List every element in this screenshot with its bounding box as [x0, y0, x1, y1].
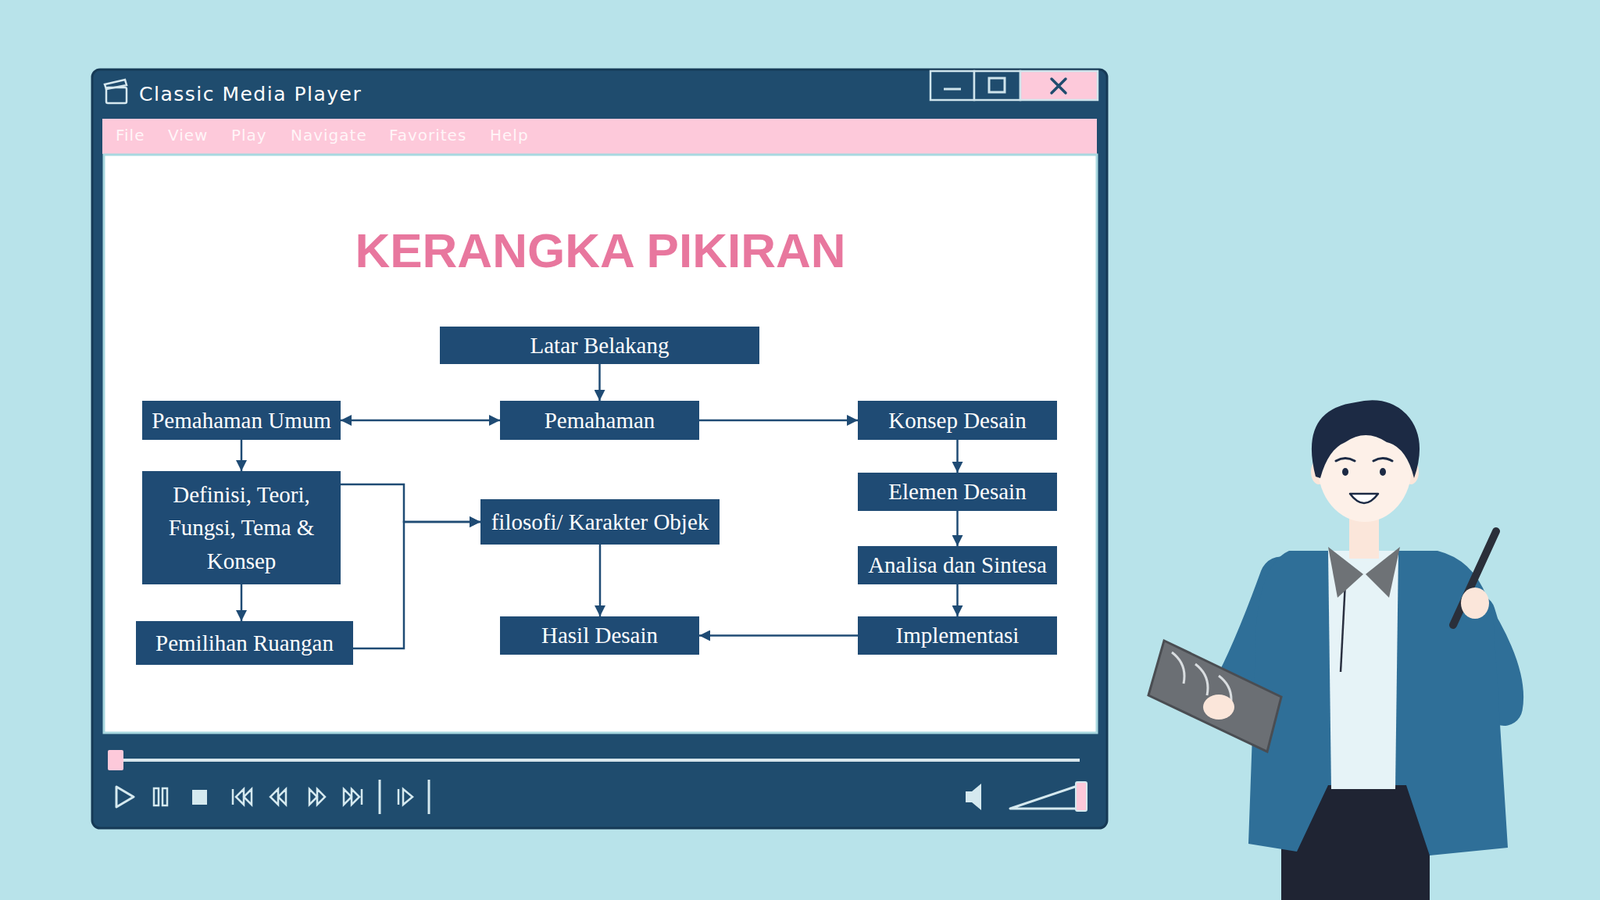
- window-title: Classic Media Player: [139, 82, 362, 106]
- process-box: Elemen Desain: [857, 472, 1058, 511]
- volume-thumb: [1075, 782, 1087, 811]
- next-button: [343, 789, 362, 805]
- flow-arrow: [699, 419, 858, 422]
- diagram-title: KERANGKA PIKIRAN: [103, 222, 1097, 279]
- speaker-icon: [965, 783, 982, 811]
- menu-item: View: [167, 125, 208, 145]
- process-box: Konsep Desain: [857, 400, 1058, 440]
- menu-item: File: [115, 125, 145, 145]
- box-text: Hasil Desain: [541, 618, 658, 652]
- minimize-button: [930, 71, 975, 100]
- flow-arrow: [240, 584, 243, 622]
- book: [1148, 640, 1282, 752]
- flow-arrow: [598, 364, 601, 401]
- box-text: Analisa dan Sintesa: [867, 548, 1047, 582]
- process-box: Implementasi: [857, 616, 1058, 655]
- app-icon-lid: [104, 79, 127, 90]
- person-hand: [1203, 694, 1235, 720]
- person-hand: [1460, 587, 1490, 619]
- minimize-icon: [943, 88, 961, 91]
- flow-arrow: [340, 419, 500, 422]
- person-eye: [1379, 467, 1386, 476]
- person-smile: [1350, 493, 1379, 504]
- flow-arrow: [240, 439, 243, 472]
- shirt-collar: [1365, 546, 1400, 598]
- flow-arrow: [956, 510, 959, 547]
- menu-item: Favorites: [389, 125, 467, 145]
- flow-arrow: [340, 484, 481, 522]
- rewind-button: [270, 789, 286, 805]
- flow-arrow: [956, 584, 959, 617]
- forward-button: [309, 789, 325, 805]
- process-box: Definisi, Teori, Fungsi, Tema & Konsep: [142, 471, 341, 585]
- menu-item: Navigate: [290, 125, 368, 145]
- seek-bar: [115, 758, 1080, 762]
- pen: [1453, 531, 1497, 625]
- pause-button: [153, 788, 159, 806]
- flow-arrow: [699, 634, 858, 637]
- person-eye: [1342, 467, 1349, 476]
- process-box: Pemahaman: [500, 400, 700, 440]
- flow-arrow: [956, 439, 959, 473]
- step-button: [398, 789, 413, 805]
- seek-thumb: [107, 750, 124, 771]
- flow-arrow: [599, 544, 602, 617]
- separator: [428, 779, 431, 815]
- box-text: Latar Belakang: [530, 328, 670, 362]
- shirt-collar: [1328, 546, 1364, 598]
- pause-button: [162, 788, 168, 806]
- process-box: Pemahaman Umum: [142, 400, 341, 440]
- volume-slider: [1010, 785, 1080, 809]
- person-hair: [1311, 400, 1420, 479]
- box-text: Pemahaman: [544, 403, 656, 437]
- process-box: Analisa dan Sintesa: [857, 546, 1058, 585]
- process-box: Latar Belakang: [439, 326, 760, 365]
- window-frame: [92, 69, 1108, 829]
- close-button: [1020, 71, 1098, 100]
- close-icon: [1051, 78, 1066, 93]
- person-jacket: [1248, 550, 1508, 856]
- box-text: Implementasi: [896, 618, 1020, 652]
- menu-bar: [102, 118, 1097, 154]
- stop-button: [192, 789, 208, 805]
- menu-item: Play: [231, 125, 268, 145]
- shirt-placket: [1340, 582, 1346, 672]
- play-button: [116, 786, 134, 808]
- process-box: filosofi/ Karakter Objek: [480, 499, 720, 545]
- app-icon: [106, 87, 127, 104]
- box-text: Konsep Desain: [888, 403, 1026, 437]
- box-text: Pemahaman Umum: [151, 403, 332, 437]
- box-text: Definisi, Teori, Fungsi, Tema & Konsep: [146, 478, 336, 577]
- box-text: Elemen Desain: [888, 475, 1026, 508]
- previous-button: [232, 789, 252, 805]
- process-box: Pemilihan Ruangan: [135, 621, 354, 665]
- box-text: Pemilihan Ruangan: [155, 626, 334, 660]
- screen-area: [103, 154, 1097, 733]
- maximize-button: [974, 71, 1021, 100]
- person-brow: [1335, 458, 1393, 462]
- maximize-icon: [989, 78, 1005, 93]
- separator: [378, 779, 382, 815]
- flow-arrow: [353, 521, 481, 649]
- process-box: Hasil Desain: [500, 616, 700, 655]
- box-text: filosofi/ Karakter Objek: [491, 505, 710, 539]
- menu-item: Help: [489, 125, 529, 145]
